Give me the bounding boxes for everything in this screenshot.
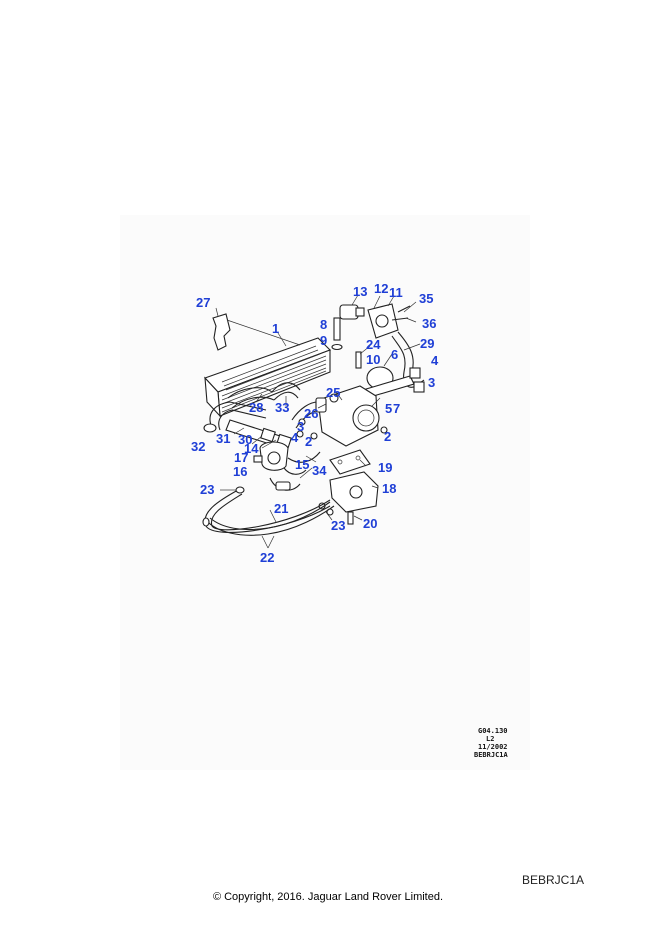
hose-30: [225, 419, 292, 449]
callout-5: 5: [385, 401, 392, 416]
diagram-panel: [120, 215, 530, 770]
callout-36: 36: [422, 316, 436, 331]
intercooler-core: [204, 337, 331, 418]
hose-31: [203, 401, 267, 433]
callout-3b: 3: [297, 419, 304, 434]
callout-4: 4: [431, 353, 439, 368]
cable-34: [283, 451, 321, 475]
reference-stamp: G04.130 L2 11/2002 BEBRJC1A: [474, 727, 509, 759]
callout-34: 34: [312, 463, 327, 478]
callout-10: 10: [366, 352, 380, 367]
callout-4b: 4: [291, 430, 299, 445]
footer-reference: BEBRJC1A: [521, 873, 584, 887]
callout-1: 1: [272, 321, 279, 336]
elbow-housing-12: [367, 303, 411, 339]
callout-17: 17: [234, 450, 248, 465]
callouts: 1 2 2 3 3 4 4 5 6 7 8 9 10 11 12 13 14 1…: [191, 281, 439, 565]
bolt-10: [355, 351, 362, 369]
callout-15: 15: [295, 457, 309, 472]
stamp-line-3: 11/2002: [478, 743, 508, 751]
oil-pipes-21: [202, 486, 335, 536]
bolt-8: [331, 317, 343, 351]
callout-14: 14: [244, 441, 259, 456]
plate-19: [329, 449, 371, 475]
pump-15: [253, 441, 289, 471]
callout-9: 9: [320, 333, 327, 348]
footer-copyright: © Copyright, 2016. Jaguar Land Rover Lim…: [212, 891, 444, 903]
callout-8: 8: [320, 317, 327, 332]
callout-12: 12: [374, 281, 388, 296]
callout-24: 24: [366, 337, 381, 352]
block-18: [329, 471, 379, 513]
stamp-line-4: BEBRJC1A: [474, 751, 509, 759]
callout-20: 20: [363, 516, 377, 531]
hose-28: [227, 382, 301, 409]
callout-7: 7: [393, 401, 400, 416]
fittings: [296, 418, 388, 440]
callout-25: 25: [326, 385, 340, 400]
callout-32: 32: [191, 439, 205, 454]
callout-18: 18: [382, 481, 396, 496]
callout-2b: 2: [384, 429, 391, 444]
callout-19: 19: [378, 460, 392, 475]
sensor-13: [339, 304, 365, 320]
callout-33: 33: [275, 400, 289, 415]
callout-6: 6: [391, 347, 398, 362]
hose-27: [212, 313, 231, 351]
callout-21: 21: [274, 501, 288, 516]
connector-16: [269, 477, 301, 491]
callout-35: 35: [419, 291, 433, 306]
callout-31: 31: [216, 431, 230, 446]
callout-29: 29: [420, 336, 434, 351]
callout-27: 27: [196, 295, 210, 310]
stamp-line-2: L2: [486, 735, 494, 743]
callout-23b: 23: [331, 518, 345, 533]
callout-30: 30: [238, 432, 252, 447]
inlet-housing: [317, 385, 380, 447]
hose-26: [291, 397, 327, 429]
stamp-line-1: G04.130: [478, 727, 508, 735]
callout-16: 16: [233, 464, 247, 479]
callout-22: 22: [260, 550, 274, 565]
bolt-20: [347, 511, 354, 525]
callout-28: 28: [249, 400, 263, 415]
callout-26: 26: [304, 406, 318, 421]
callout-23: 23: [200, 482, 214, 497]
callout-11: 11: [389, 285, 403, 300]
callout-2: 2: [305, 434, 312, 449]
callout-13: 13: [353, 284, 367, 299]
callout-3: 3: [428, 375, 435, 390]
leader-lines: [215, 294, 421, 549]
